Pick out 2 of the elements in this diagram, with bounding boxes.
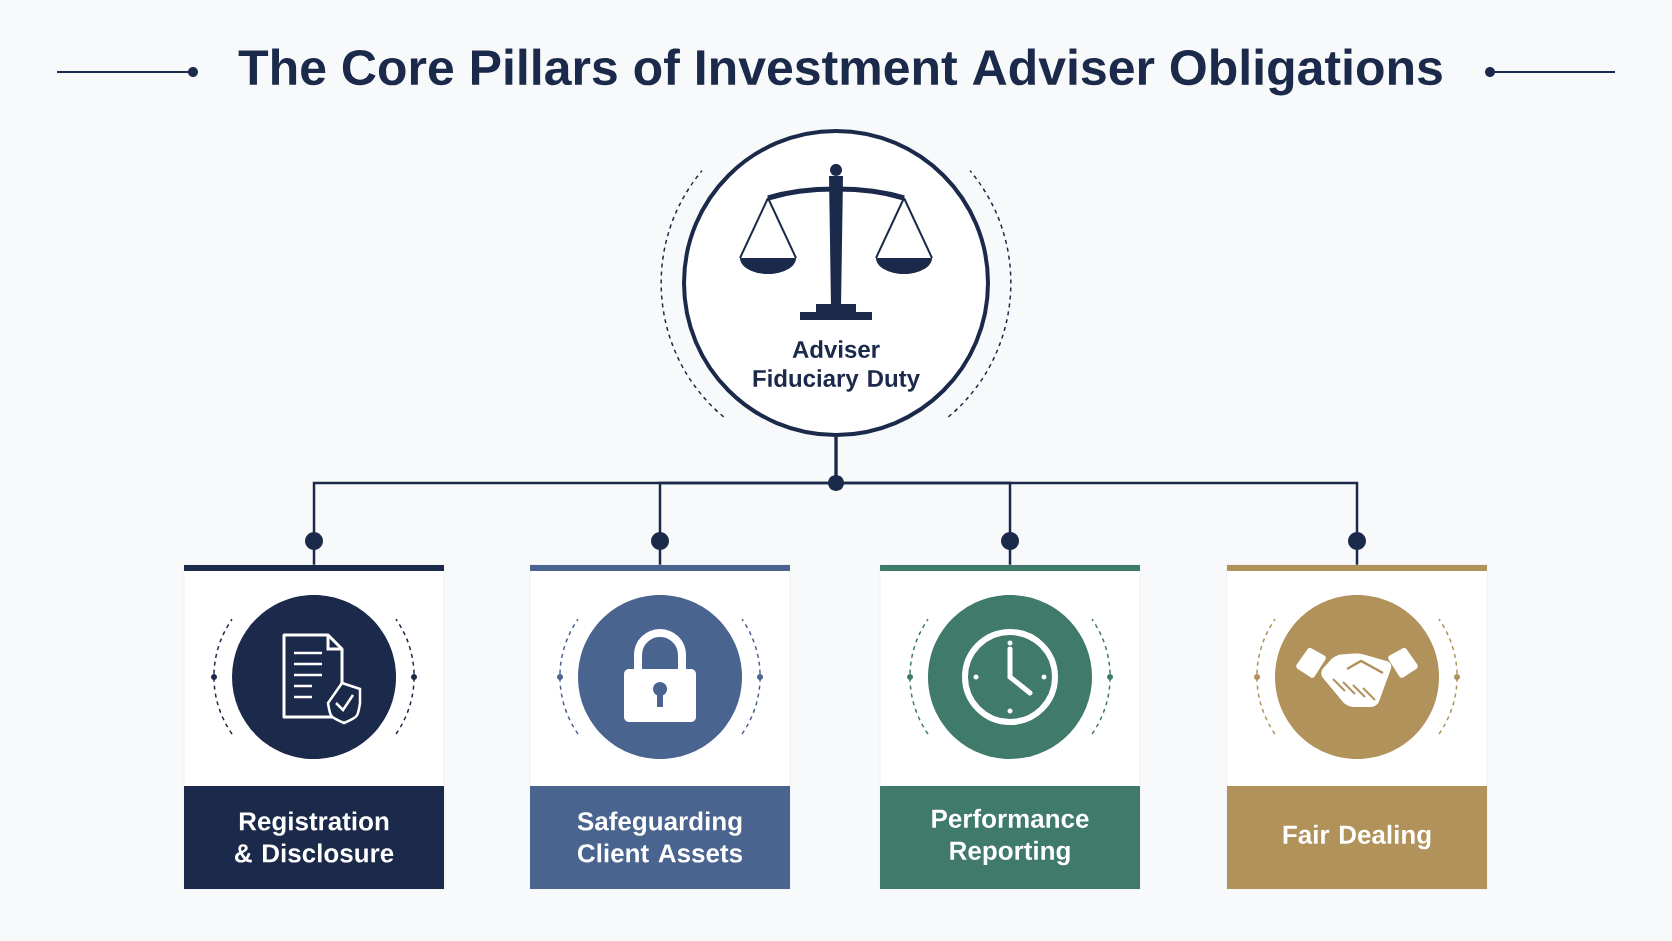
title: The Core Pillars of Investment Adviser Obligations [238, 48, 1442, 96]
connector-line [834, 437, 1359, 565]
